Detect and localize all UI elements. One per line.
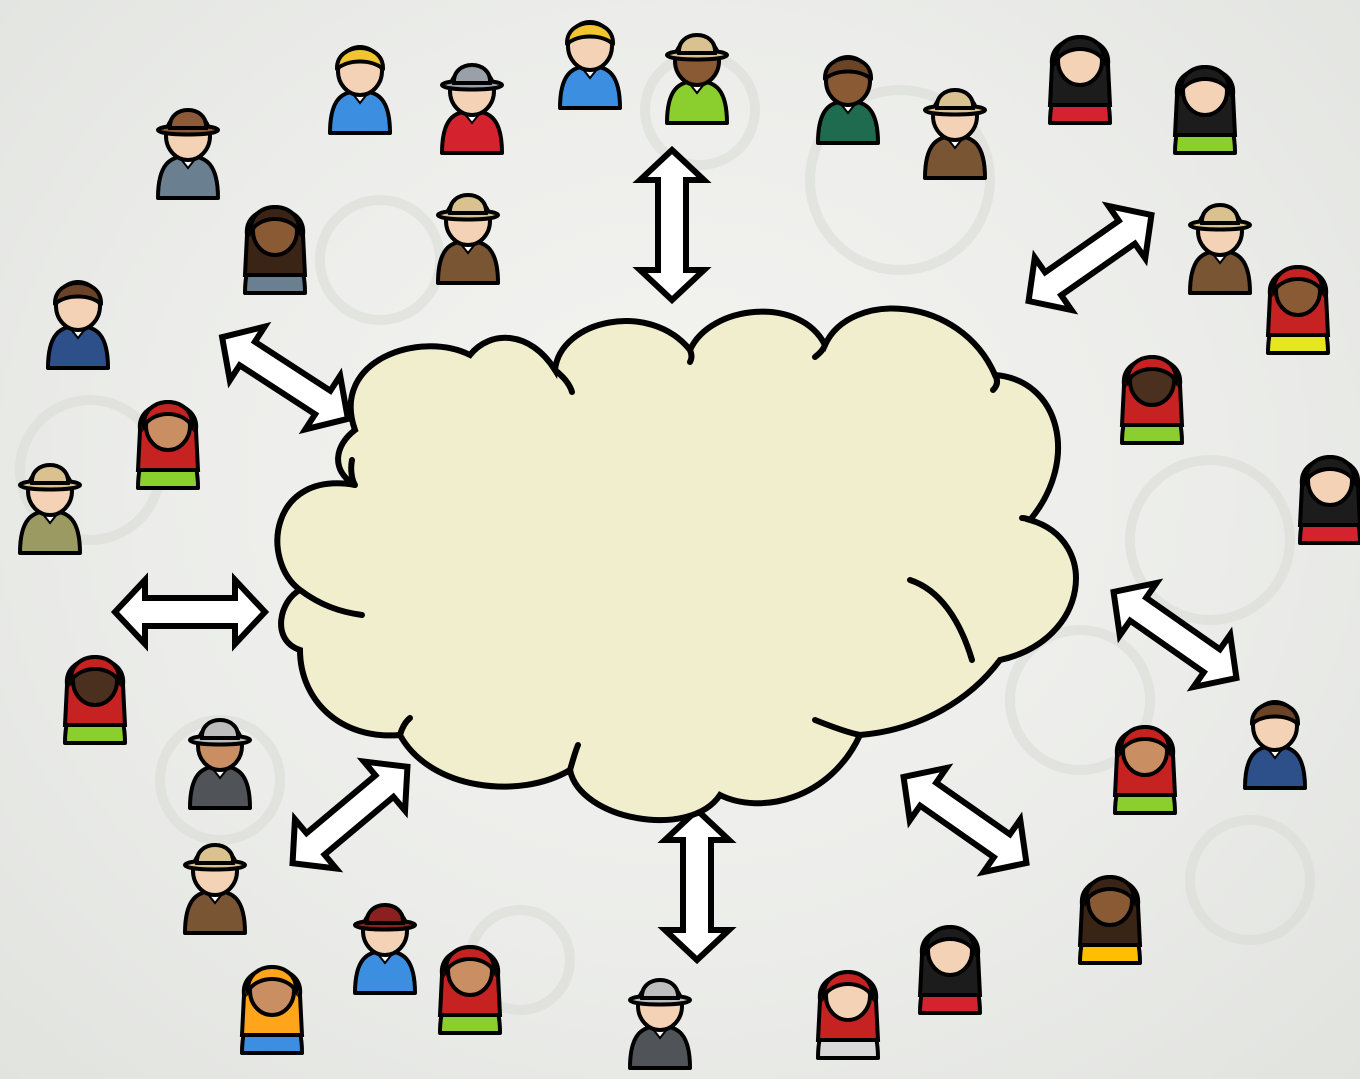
person-icon bbox=[182, 843, 248, 935]
person-icon bbox=[155, 108, 221, 200]
person-icon bbox=[437, 945, 503, 1035]
person-icon bbox=[439, 63, 505, 155]
person-icon bbox=[62, 655, 128, 745]
double-arrow-4 bbox=[900, 763, 1030, 877]
double-arrow-3 bbox=[1110, 578, 1240, 692]
person-icon bbox=[1265, 265, 1331, 355]
person-icon bbox=[558, 20, 622, 110]
double-arrow-8 bbox=[218, 321, 352, 435]
person-icon bbox=[1187, 203, 1253, 295]
person-icon bbox=[1119, 355, 1185, 445]
person-icon bbox=[1077, 875, 1143, 965]
person-icon bbox=[815, 970, 881, 1060]
person-icon bbox=[352, 903, 418, 995]
person-icon bbox=[1172, 65, 1238, 155]
double-arrow-5 bbox=[657, 805, 737, 965]
person-icon bbox=[816, 55, 880, 145]
double-arrow-7 bbox=[110, 572, 270, 652]
person-icon bbox=[239, 965, 305, 1055]
background-bubble bbox=[1125, 455, 1295, 625]
person-icon bbox=[1243, 700, 1307, 790]
arrows-layer bbox=[110, 145, 1240, 965]
person-icon bbox=[664, 33, 730, 125]
person-icon bbox=[328, 45, 392, 135]
background-bubble bbox=[315, 195, 445, 325]
person-icon bbox=[17, 463, 83, 555]
person-icon bbox=[917, 925, 983, 1015]
double-arrow-2 bbox=[1025, 201, 1155, 315]
person-icon bbox=[627, 978, 693, 1070]
person-icon bbox=[1112, 725, 1178, 815]
people-layer bbox=[17, 20, 1360, 1070]
background-bubble bbox=[805, 85, 995, 275]
person-icon bbox=[922, 88, 988, 180]
background-bubble bbox=[1005, 625, 1155, 775]
double-arrow-1 bbox=[632, 145, 712, 305]
person-icon bbox=[1047, 35, 1113, 125]
double-arrow-6 bbox=[289, 757, 411, 873]
person-icon bbox=[46, 280, 110, 370]
person-icon bbox=[242, 205, 308, 295]
person-icon bbox=[187, 718, 253, 810]
person-icon bbox=[435, 193, 501, 285]
person-icon bbox=[135, 400, 201, 490]
person-icon bbox=[1297, 455, 1360, 545]
background-bubble bbox=[1185, 815, 1315, 945]
central-cloud bbox=[274, 305, 1079, 824]
